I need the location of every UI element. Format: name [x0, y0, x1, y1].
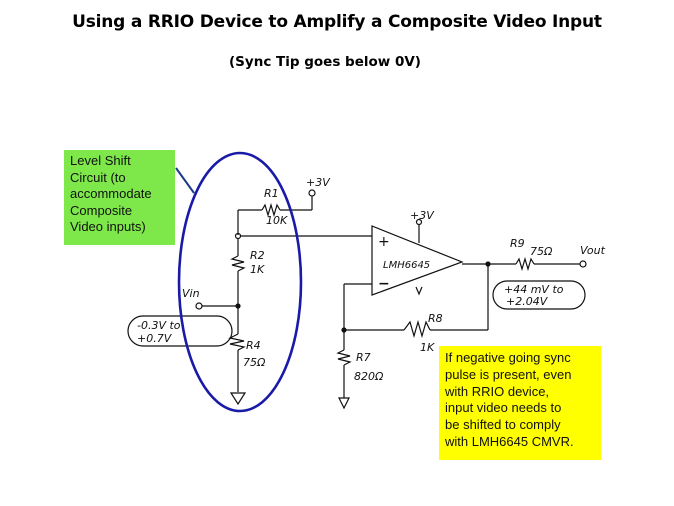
callout-line: pulse is present, even — [445, 366, 572, 382]
ground-icon — [229, 392, 247, 406]
callout-line: Level Shift — [70, 153, 131, 168]
r9-value: 75Ω — [530, 245, 553, 258]
r8-name: R8 — [428, 312, 443, 325]
r2-name: R2 — [250, 249, 265, 262]
r7-value: 820Ω — [354, 370, 384, 383]
output-range-line1: +44 mV to — [504, 283, 564, 296]
callout-pointer — [175, 167, 195, 194]
callout-line: be shifted to comply — [445, 417, 561, 433]
callout-line: accommodate — [70, 186, 152, 201]
resistor-r7 — [336, 349, 352, 366]
terminal-opamp-supply — [415, 218, 423, 226]
callout-line: If negative going sync — [445, 350, 571, 365]
resistor-r9 — [515, 256, 535, 272]
minus-label: − — [378, 276, 390, 292]
resistor-r4 — [228, 333, 246, 351]
input-range-line2: +0.7V — [137, 332, 173, 345]
terminal-vout — [579, 260, 587, 268]
output-range-bubble — [492, 280, 586, 310]
r2-value: 1K — [250, 263, 265, 276]
resistor-r1 — [261, 202, 281, 218]
callout-line: Video inputs) — [70, 219, 146, 234]
resistor-r2 — [230, 255, 246, 272]
r7-name: R7 — [356, 351, 371, 364]
output-range-line2: +2.04V — [506, 295, 549, 308]
opamp-supply-label: +3V — [410, 209, 435, 222]
ground-icon — [415, 286, 423, 296]
callout-line: with LMH6645 CMVR. — [445, 433, 574, 449]
level-shift-callout: Level Shift Circuit (to accommodate Comp… — [64, 150, 175, 245]
terminal-3v — [308, 189, 316, 197]
r9-name: R9 — [510, 237, 525, 250]
plus-label: + — [378, 234, 390, 250]
r8-value: 1K — [420, 341, 435, 354]
callout-line: input video needs to — [445, 400, 562, 416]
resistor-r8 — [403, 319, 431, 339]
opamp-lmh6645 — [371, 225, 464, 296]
vin-label: Vin — [182, 287, 200, 300]
junction — [235, 303, 241, 309]
callout-line: Circuit (to — [70, 169, 126, 185]
level-shift-ellipse — [177, 151, 303, 413]
supply-top-label: +3V — [306, 176, 331, 189]
input-range-line1: -0.3V to — [137, 319, 181, 332]
cmvr-note-callout: If negative going sync pulse is present,… — [439, 346, 601, 460]
callout-line: Composite — [70, 202, 133, 218]
opamp-name: LMH6645 — [383, 260, 430, 271]
r1-value: 10K — [266, 214, 288, 227]
r1-name: R1 — [264, 187, 279, 200]
r4-value: 75Ω — [243, 356, 266, 369]
callout-line: with RRIO device, — [445, 383, 550, 399]
r4-name: R4 — [246, 339, 261, 352]
terminal-vin — [195, 302, 203, 310]
page-subtitle: (Sync Tip goes below 0V) — [229, 54, 421, 70]
vout-label: Vout — [580, 244, 606, 257]
ground-icon — [338, 397, 350, 410]
page-title: Using a RRIO Device to Amplify a Composi… — [72, 12, 602, 32]
